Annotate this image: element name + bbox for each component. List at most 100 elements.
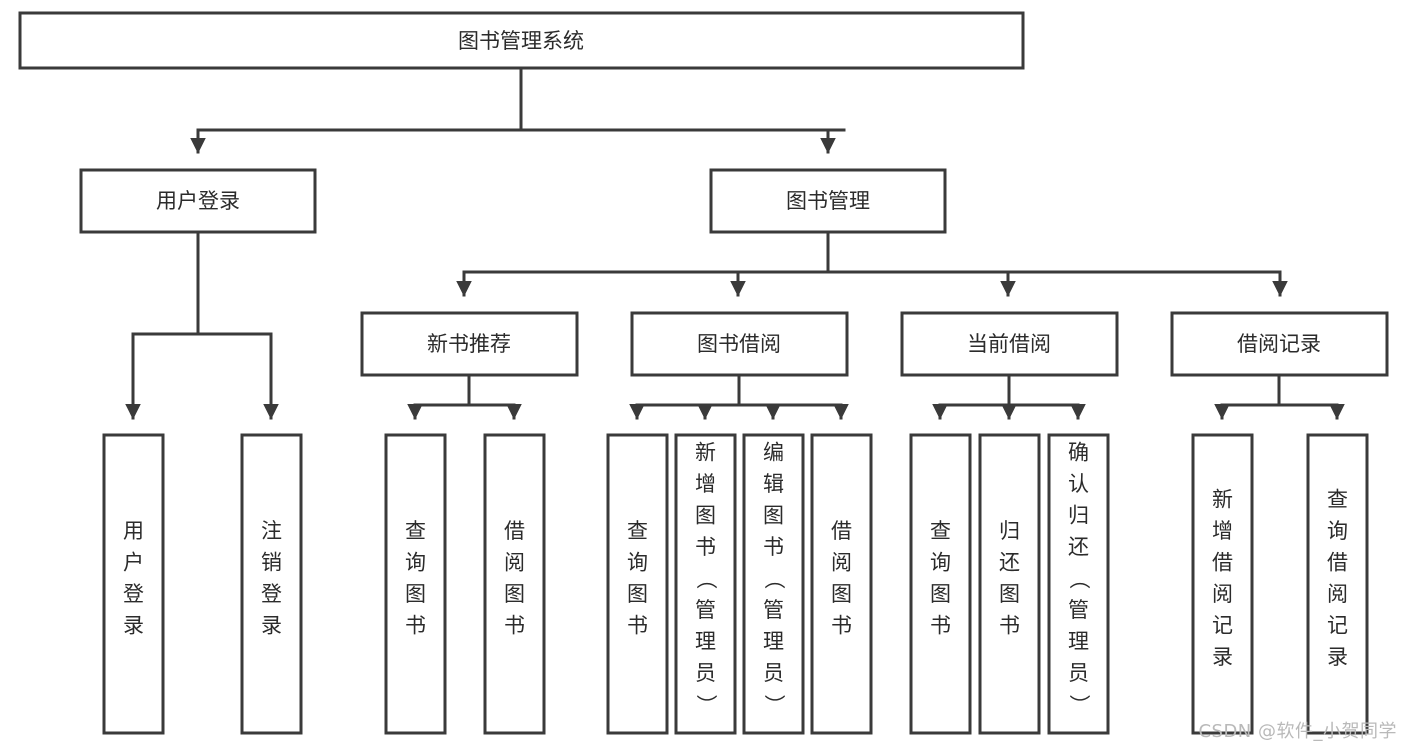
node-new-book-recommend-label: 新书推荐 <box>427 332 511 356</box>
svg-text:归: 归 <box>999 519 1020 543</box>
leaf-node[interactable] <box>384 433 447 735</box>
svg-text:借: 借 <box>831 519 852 543</box>
svg-text:户: 户 <box>123 551 144 575</box>
svg-text:员: 员 <box>1068 661 1089 685</box>
svg-text:编: 编 <box>763 441 784 465</box>
svg-text:图: 图 <box>695 504 716 528</box>
svg-text:新: 新 <box>1212 488 1233 512</box>
svg-text:管: 管 <box>1068 598 1089 622</box>
svg-text:理: 理 <box>695 630 716 654</box>
svg-text:书: 书 <box>999 614 1020 638</box>
svg-text:登: 登 <box>261 582 282 606</box>
connector-new-book-recommend-to-leaves <box>407 373 522 420</box>
svg-text:）: ） <box>762 694 786 715</box>
leaf-node[interactable] <box>810 433 873 735</box>
svg-text:图: 图 <box>504 582 525 606</box>
svg-text:注: 注 <box>261 519 282 543</box>
svg-text:认: 认 <box>1068 472 1089 496</box>
svg-text:增: 增 <box>1212 519 1233 543</box>
svg-text:图: 图 <box>763 504 784 528</box>
svg-text:还: 还 <box>999 551 1020 575</box>
leaf-node[interactable] <box>606 433 669 735</box>
leaf-node[interactable] <box>483 433 546 735</box>
svg-text:图: 图 <box>999 582 1020 606</box>
svg-text:确: 确 <box>1068 441 1089 465</box>
node-book-management-label: 图书管理 <box>786 189 870 213</box>
node-book-borrow[interactable]: 图书借阅 <box>630 311 849 377</box>
node-current-borrow-label: 当前借阅 <box>967 332 1051 356</box>
connector-book-management-to-level3 <box>456 230 1288 297</box>
node-borrow-records-label: 借阅记录 <box>1237 332 1321 356</box>
connector-book-borrow-to-leaves <box>629 373 849 420</box>
svg-text:录: 录 <box>123 614 144 638</box>
leaf-node[interactable] <box>674 433 737 735</box>
svg-text:询: 询 <box>627 551 648 575</box>
svg-text:还: 还 <box>1068 535 1089 559</box>
svg-text:员: 员 <box>695 661 716 685</box>
svg-text:书: 书 <box>504 614 525 638</box>
leaf-node[interactable] <box>909 433 972 735</box>
connector-root-to-level2 <box>190 66 846 154</box>
svg-text:书: 书 <box>930 614 951 638</box>
node-new-book-recommend[interactable]: 新书推荐 <box>360 311 579 377</box>
svg-text:员: 员 <box>763 661 784 685</box>
svg-text:理: 理 <box>1068 630 1089 654</box>
leaf-label-layer: 用户登录注销登录查询图书借阅图书查询图书新增图书（管理员）编辑图书（管理员）借阅… <box>123 441 1348 716</box>
connector-user-login-to-leaves <box>125 230 279 420</box>
svg-text:阅: 阅 <box>831 551 852 575</box>
svg-text:阅: 阅 <box>504 551 525 575</box>
csdn-watermark: CSDN @软件_小贺同学 <box>1198 721 1397 742</box>
leaf-node[interactable] <box>240 433 303 735</box>
node-user-login[interactable]: 用户登录 <box>79 168 317 234</box>
leaf-node[interactable] <box>1306 433 1369 735</box>
svg-text:借: 借 <box>1212 551 1233 575</box>
svg-text:）: ） <box>1067 694 1091 715</box>
leaf-node[interactable] <box>742 433 805 735</box>
leaf-node-label: 用户登录 <box>123 519 144 638</box>
node-book-management[interactable]: 图书管理 <box>709 168 947 234</box>
svg-text:理: 理 <box>763 630 784 654</box>
svg-text:书: 书 <box>627 614 648 638</box>
leaf-node[interactable] <box>1047 433 1110 735</box>
svg-text:图: 图 <box>831 582 852 606</box>
svg-text:书: 书 <box>695 535 716 559</box>
node-book-borrow-label: 图书借阅 <box>697 332 781 356</box>
svg-text:归: 归 <box>1068 504 1089 528</box>
svg-text:书: 书 <box>831 614 852 638</box>
node-borrow-records[interactable]: 借阅记录 <box>1170 311 1389 377</box>
svg-text:增: 增 <box>695 472 716 496</box>
connector-current-borrow-to-leaves <box>932 373 1086 420</box>
svg-text:记: 记 <box>1327 614 1348 638</box>
leaf-node[interactable] <box>978 433 1041 735</box>
svg-text:书: 书 <box>763 535 784 559</box>
svg-text:查: 查 <box>405 519 426 543</box>
svg-text:查: 查 <box>930 519 951 543</box>
svg-text:管: 管 <box>695 598 716 622</box>
leaf-node[interactable] <box>1191 433 1254 735</box>
svg-text:）: ） <box>694 694 718 715</box>
svg-text:录: 录 <box>1212 645 1233 669</box>
svg-text:辑: 辑 <box>763 472 784 496</box>
svg-text:录: 录 <box>1327 645 1348 669</box>
svg-text:询: 询 <box>1327 519 1348 543</box>
svg-text:阅: 阅 <box>1212 582 1233 606</box>
node-root-label: 图书管理系统 <box>458 29 584 53</box>
svg-text:书: 书 <box>405 614 426 638</box>
svg-text:询: 询 <box>405 551 426 575</box>
node-current-borrow[interactable]: 当前借阅 <box>900 311 1119 377</box>
connector-borrow-records-to-leaves <box>1214 373 1345 420</box>
svg-text:（: （ <box>762 568 786 589</box>
leaf-node[interactable] <box>102 433 165 735</box>
node-root[interactable]: 图书管理系统 <box>18 11 1025 70</box>
svg-text:查: 查 <box>627 519 648 543</box>
svg-text:管: 管 <box>763 598 784 622</box>
